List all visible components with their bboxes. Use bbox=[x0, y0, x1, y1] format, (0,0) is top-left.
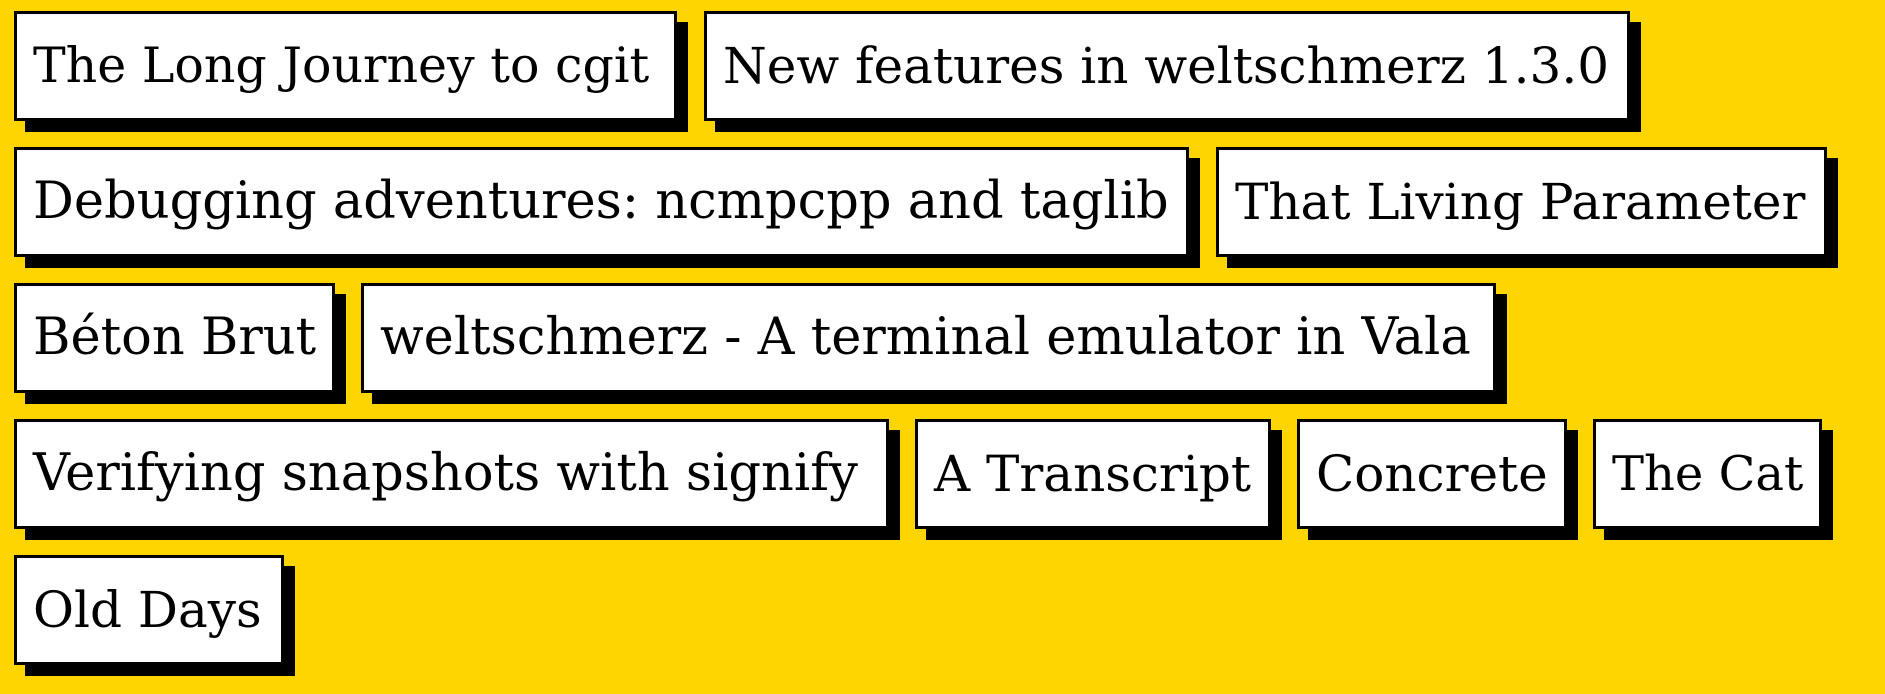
post-link-the-long-journey-to-cgit[interactable]: The Long Journey to cgit bbox=[14, 11, 677, 121]
post-link-debugging-adventures[interactable]: Debugging adventures: ncmpcpp and taglib bbox=[14, 147, 1189, 257]
post-link-a-transcript[interactable]: A Transcript bbox=[915, 419, 1271, 529]
post-link-beton-brut[interactable]: Béton Brut bbox=[14, 283, 335, 393]
post-link-the-cat[interactable]: The Cat bbox=[1593, 419, 1822, 529]
post-link-new-features-in-weltschmerz[interactable]: New features in weltschmerz 1.3.0 bbox=[704, 11, 1630, 121]
post-link-concrete[interactable]: Concrete bbox=[1297, 419, 1567, 529]
post-link-weltschmerz-terminal-emulator[interactable]: weltschmerz - A terminal emulator in Val… bbox=[361, 283, 1496, 393]
post-link-old-days[interactable]: Old Days bbox=[14, 555, 284, 665]
post-link-verifying-snapshots[interactable]: Verifying snapshots with signify bbox=[14, 419, 889, 529]
post-link-that-living-parameter[interactable]: That Living Parameter bbox=[1216, 147, 1827, 257]
